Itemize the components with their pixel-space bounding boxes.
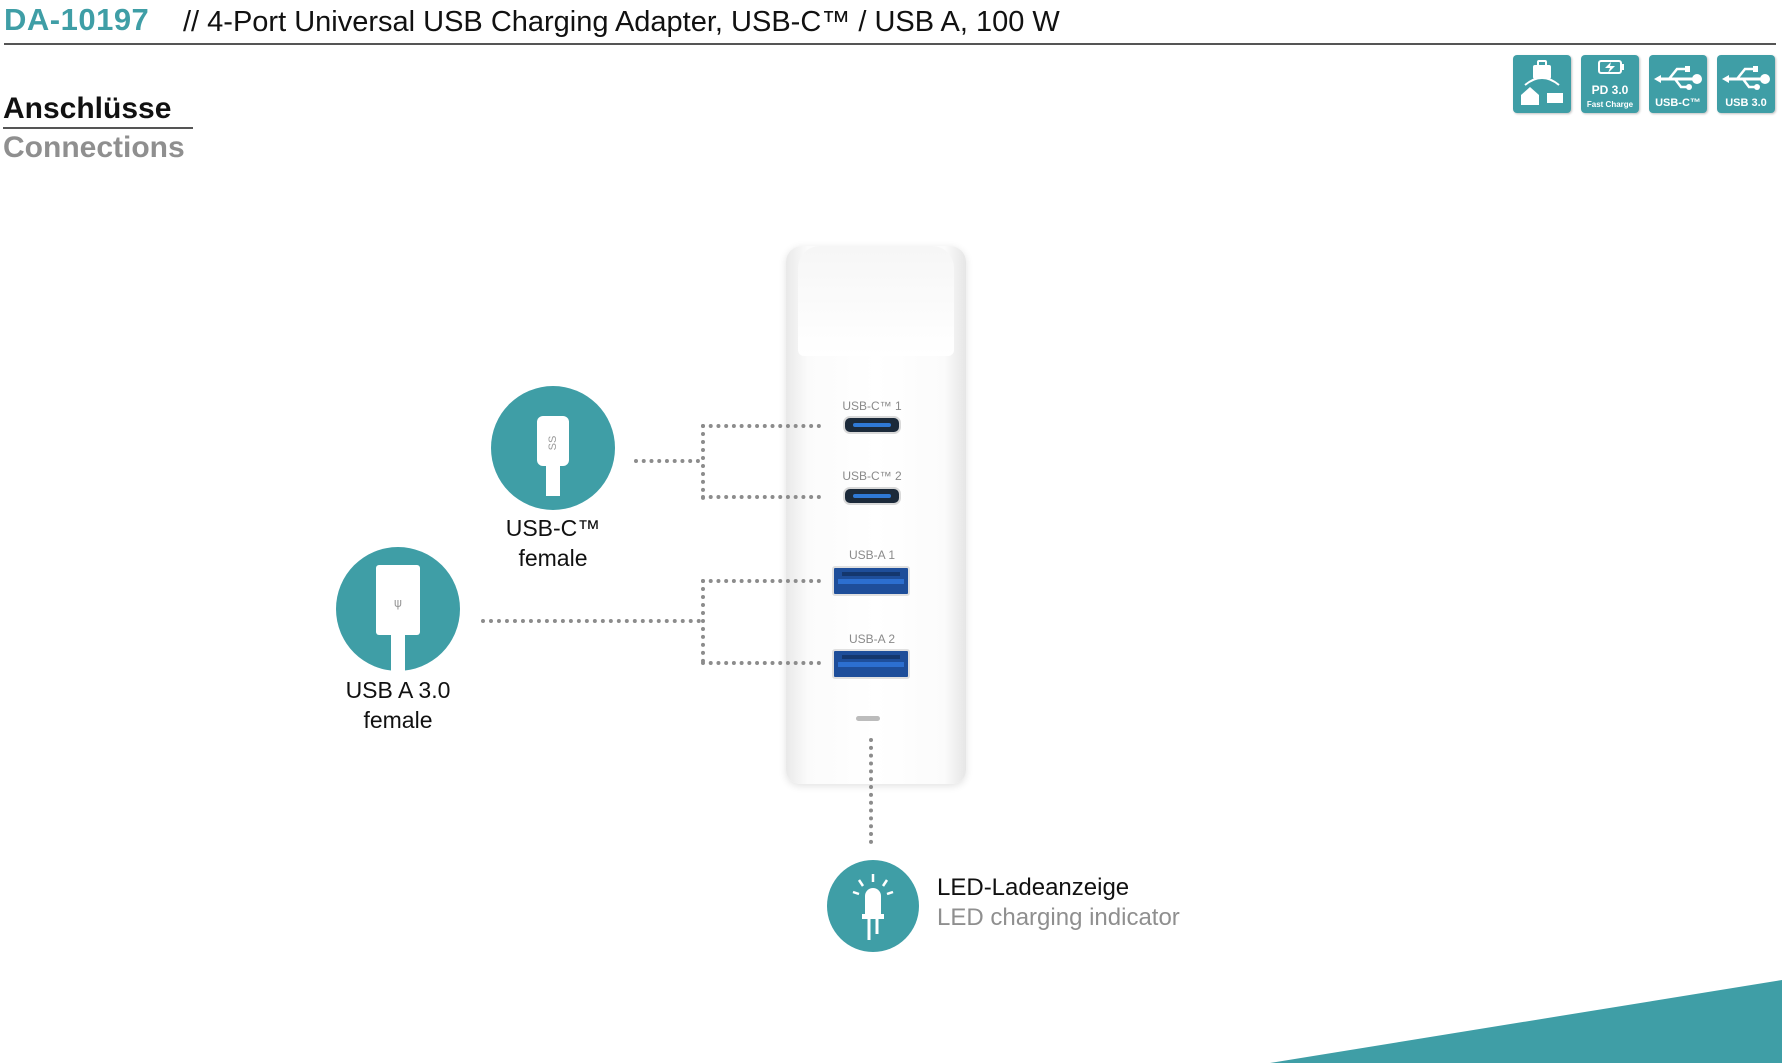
port-label-usbc-1: USB-C™ 1 — [842, 399, 902, 413]
connector-usbc-1 — [701, 424, 821, 428]
connector-led — [869, 738, 873, 844]
section-divider — [3, 127, 193, 129]
connector-usbc-2 — [701, 495, 821, 499]
usba-callout-caption: USB A 3.0 female — [298, 675, 498, 735]
usba-connector-icon: ψ — [376, 565, 420, 671]
badge-travel-home-office — [1513, 55, 1571, 113]
usba-port-2 — [832, 649, 910, 679]
port-label-usbc-2: USB-C™ 2 — [842, 469, 902, 483]
led-bulb-icon — [852, 874, 894, 940]
usbc-callout-caption: USB-C™ female — [453, 513, 653, 573]
connector-usba-1 — [701, 579, 821, 583]
adapter-top-cap — [798, 246, 954, 356]
pd-fast-charge-icon — [1598, 60, 1624, 74]
section-title-de: Anschlüsse — [3, 92, 172, 125]
usba-callout-line2: female — [363, 707, 433, 733]
port-label-usba-1: USB-A 1 — [848, 548, 896, 562]
badge-usbc-label: USB-C™ — [1655, 97, 1701, 109]
led-callout-circle — [827, 860, 919, 952]
header: DA-10197 // 4-Port Universal USB Chargin… — [0, 0, 1782, 46]
connector-usba-bracket — [701, 579, 705, 663]
usba-callout-circle: ψ — [336, 547, 460, 671]
usbc-callout-line2: female — [518, 545, 588, 571]
usbc-callout-line1: USB-C™ — [505, 515, 601, 541]
svg-text:ψ: ψ — [394, 596, 402, 610]
led-caption-de: LED-Ladeanzeige — [937, 874, 1130, 901]
usbc-connector-icon: SS — [537, 416, 569, 496]
badge-pd-label: PD 3.0 — [1591, 83, 1629, 97]
travel-home-office-icon — [1521, 60, 1563, 105]
badge-usb-c: USB-C™ — [1649, 55, 1707, 113]
product-sku: DA-10197 — [4, 2, 150, 37]
section-title-en: Connections — [3, 131, 185, 164]
header-divider — [4, 43, 1776, 45]
svg-text:SS: SS — [547, 436, 559, 451]
badge-pd-sublabel: Fast Charge — [1586, 100, 1634, 109]
badge-usb-3: USB 3.0 — [1717, 55, 1775, 113]
port-label-usba-2: USB-A 2 — [848, 632, 896, 646]
connector-usba-stub — [481, 619, 701, 623]
badge-usb3-label: USB 3.0 — [1725, 97, 1767, 109]
led-caption-en: LED charging indicator — [937, 904, 1180, 931]
connector-usbc-bracket — [701, 424, 705, 500]
led-indicator-slot — [856, 716, 880, 721]
usba-callout-line1: USB A 3.0 — [345, 677, 451, 703]
connector-usbc-stub — [634, 459, 700, 463]
usb-trident-icon — [1722, 66, 1770, 90]
connector-usba-2 — [701, 661, 821, 665]
usbc-port-1 — [843, 416, 901, 434]
usbc-callout-circle: SS — [491, 386, 615, 510]
badge-pd-fast-charge: PD 3.0 Fast Charge — [1581, 55, 1639, 113]
usbc-port-2 — [843, 487, 901, 505]
product-title: // 4-Port Universal USB Charging Adapter… — [183, 6, 1060, 38]
usb-trident-icon — [1654, 66, 1702, 90]
usba-port-1 — [832, 566, 910, 596]
